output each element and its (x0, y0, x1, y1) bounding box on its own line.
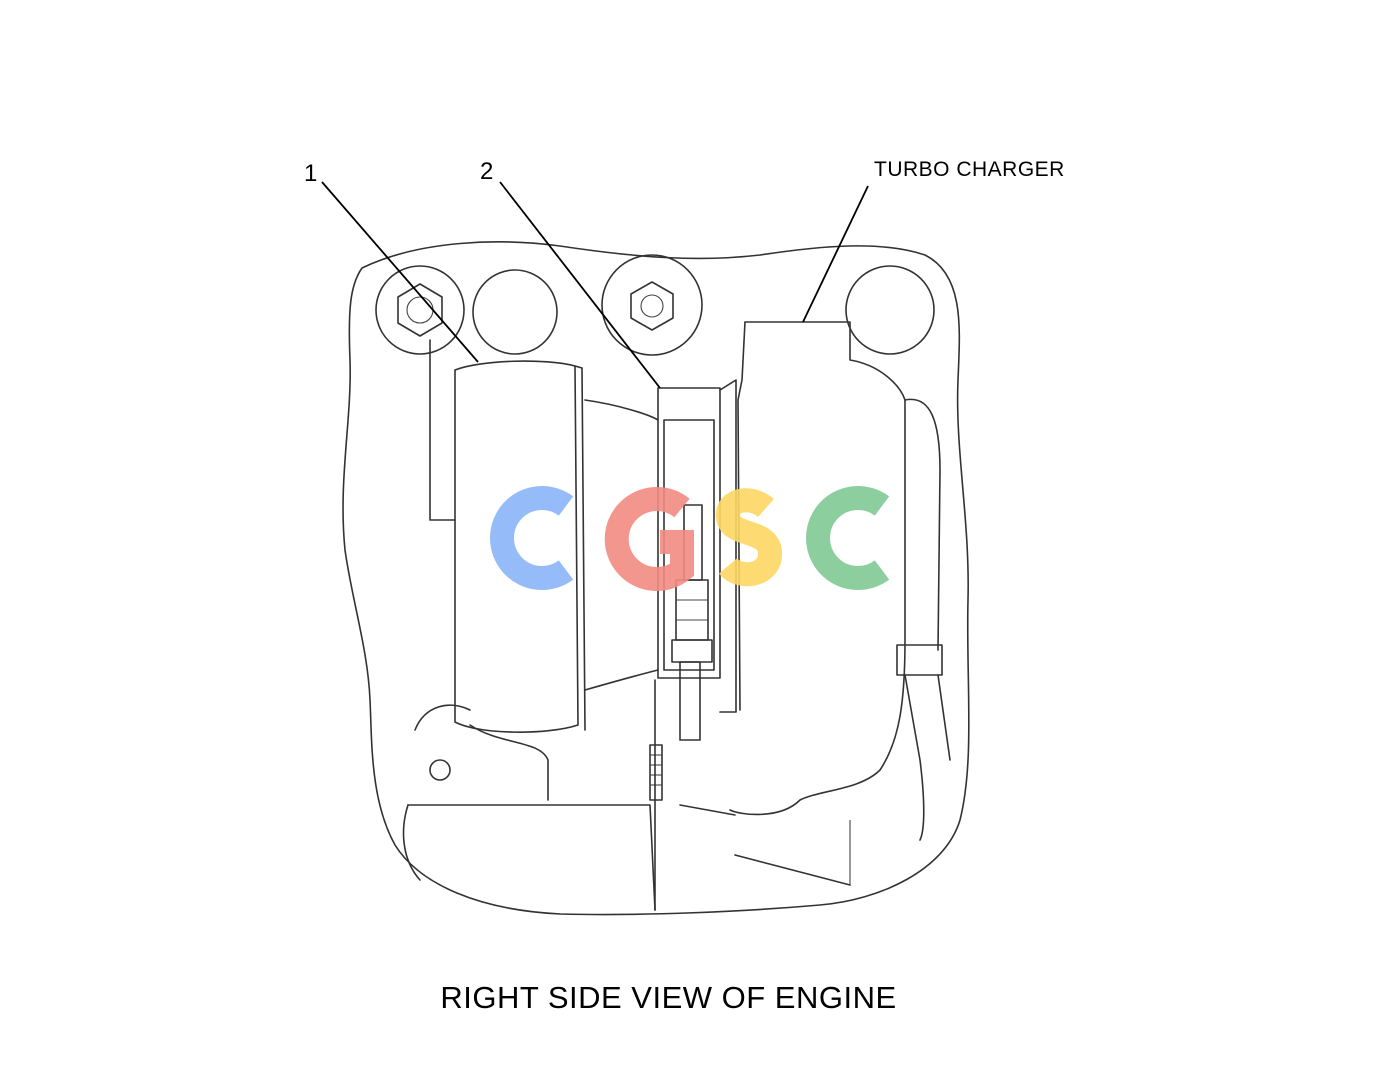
leader-line-2 (499, 181, 661, 389)
cgsc-watermark (490, 486, 890, 591)
callout-label-2: 2 (480, 158, 494, 185)
item-1-sleeve (429, 339, 659, 801)
leader-line-1 (321, 181, 479, 363)
lower-base (402, 704, 851, 911)
callout-label-turbo-charger: TURBO CHARGER (874, 158, 1065, 181)
item-2-bracket (649, 379, 737, 911)
callout-label-1: 1 (304, 160, 318, 187)
turbocharger-body (729, 321, 951, 841)
top-bolt-bosses (375, 254, 935, 356)
leader-line-turbo (802, 185, 869, 323)
figure-caption: RIGHT SIDE VIEW OF ENGINE (440, 980, 897, 1015)
engine-housing-outline (342, 241, 970, 916)
